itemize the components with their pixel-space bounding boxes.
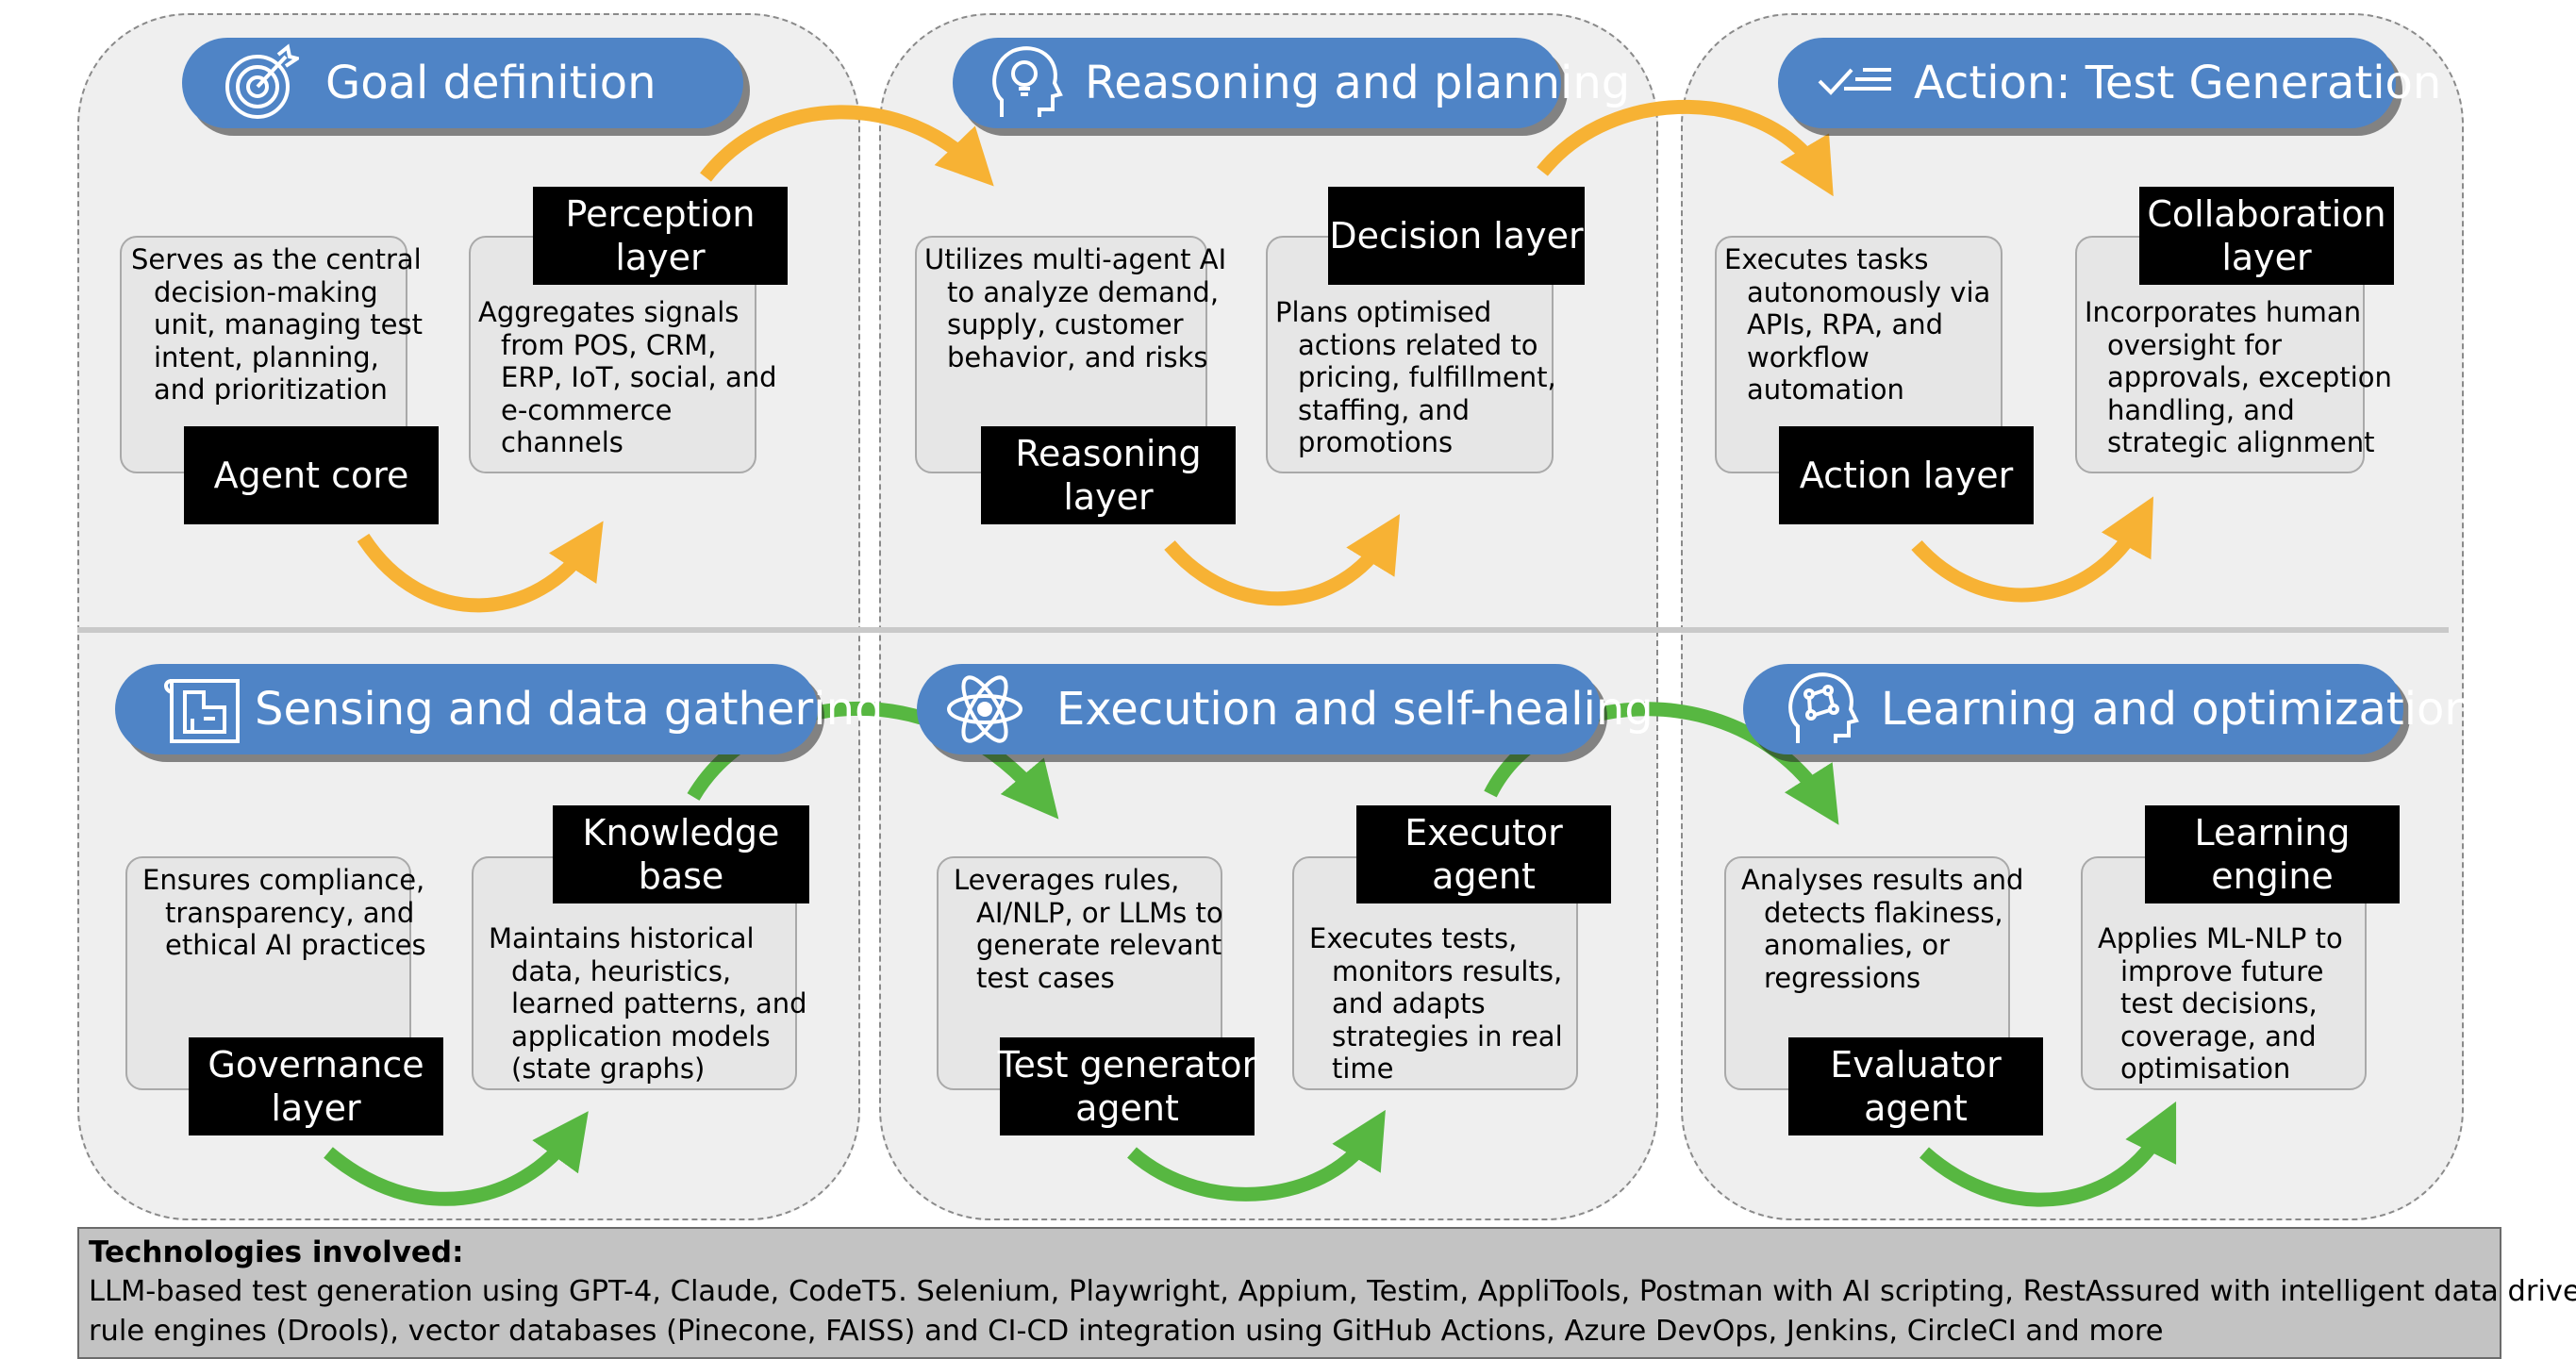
technologies-box: Technologies involved: LLM-based test ge… (77, 1227, 2576, 1359)
technologies-heading: Technologies involved: (89, 1235, 464, 1269)
action-layer-label: Action layer (1779, 426, 2034, 524)
phase-title: Goal definition (325, 57, 656, 109)
phase-execution-and-self-healing: Execution and self-healing (917, 664, 1654, 754)
learning-engine-label: Learning engine (2145, 805, 2400, 903)
arrow-reasoning-to-action (1537, 99, 1834, 197)
arrow-evaluator-to-learningengine (1920, 1101, 2177, 1207)
perception-layer-label: Perception layer (533, 187, 788, 285)
decision-layer-label: Decision layer (1328, 187, 1585, 285)
head-circuit-icon (1788, 672, 1859, 743)
row-divider (77, 627, 2449, 633)
arrow-actionlayer-to-collaboration (1911, 496, 2154, 603)
phase-title: Execution and self-healing (1056, 683, 1654, 736)
phase-title: Action: Test Generation (1914, 57, 2442, 109)
technologies-line: LLM-based test generation using GPT-4, C… (89, 1275, 2576, 1308)
phase-goal-definition: Goal definition (182, 38, 743, 128)
atom-icon (947, 675, 1022, 743)
knowledge-base-label: Knowledge base (553, 805, 809, 903)
evaluator-agent-label: Evaluator agent (1788, 1037, 2043, 1135)
governance-layer-label: Governance layer (189, 1037, 443, 1135)
arrow-testgen-to-executor (1127, 1109, 1386, 1202)
phase-title: Sensing and data gathering (255, 683, 884, 736)
phase-sensing-and-data-gathering: Sensing and data gathering (115, 664, 883, 754)
arrow-governance-to-knowledge (324, 1111, 589, 1206)
collaboration-layer-description: Incorporates human oversight for approva… (2075, 236, 2392, 473)
arrow-agentcore-to-perception (357, 521, 604, 613)
checklist-icon (1818, 68, 1891, 95)
head-lightbulb-icon (992, 46, 1063, 117)
phase-title: Learning and optimization (1881, 683, 2473, 736)
action-layer-description: Executes tasks autonomously via APIs, RP… (1715, 236, 2003, 473)
phase-action-test-generation: Action: Test Generation (1778, 38, 2441, 128)
phase-reasoning-and-planning: Reasoning and planning (953, 38, 1630, 128)
collaboration-layer-label: Collaboration layer (2139, 187, 2394, 285)
agent-core-label: Agent core (184, 426, 439, 524)
arrow-reasoninglayer-to-decision (1164, 513, 1401, 606)
phase-title: Reasoning and planning (1085, 57, 1631, 109)
arrow-goal-to-reasoning (700, 105, 994, 187)
reasoning-layer-label: Reasoning layer (981, 426, 1236, 524)
executor-agent-label: Executor agent (1356, 805, 1611, 903)
test-generator-agent-label: Test generator agent (998, 1037, 1256, 1135)
blueprint-icon (164, 679, 240, 743)
technologies-line: rule engines (Drools), vector databases … (89, 1315, 2164, 1348)
target-icon (225, 43, 299, 119)
phase-learning-and-optimization: Learning and optimization (1743, 664, 2473, 754)
